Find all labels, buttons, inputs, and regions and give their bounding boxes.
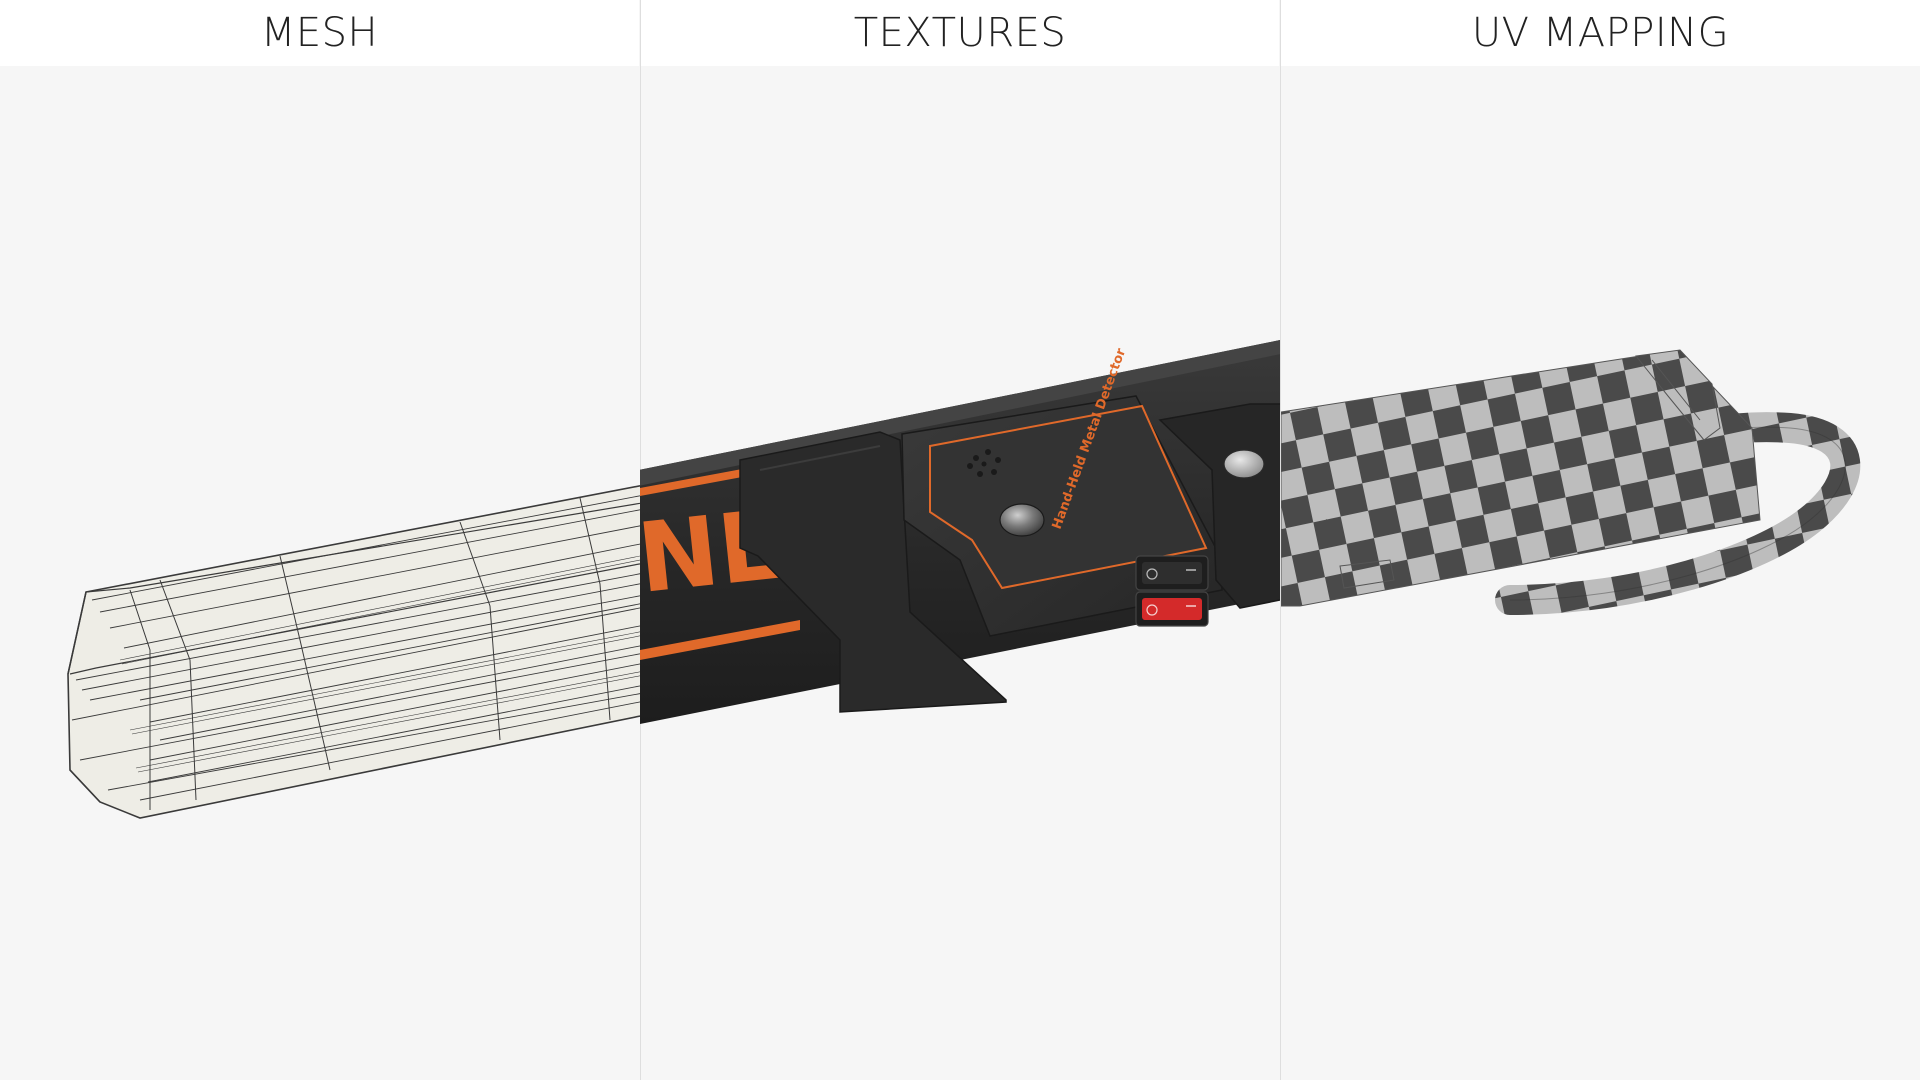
panel-uv-mapping: UV MAPPING xyxy=(1280,0,1920,1080)
speaker-grille-icon xyxy=(967,449,1001,477)
panel-title-mesh: MESH xyxy=(0,0,639,66)
led-indicator-icon xyxy=(999,503,1045,537)
textured-device: NE Hand-Held Metal Detector xyxy=(640,340,1280,724)
snap-button-icon xyxy=(1223,449,1265,479)
panel-title-textures: TEXTURES xyxy=(641,0,1279,66)
panel-title-uv-mapping: UV MAPPING xyxy=(1281,0,1920,66)
wireframe-mesh xyxy=(67,485,640,819)
panel-mesh: MESH xyxy=(0,0,639,1080)
power-switch-icon xyxy=(1135,555,1209,627)
uv-checker-device xyxy=(1281,349,1861,615)
